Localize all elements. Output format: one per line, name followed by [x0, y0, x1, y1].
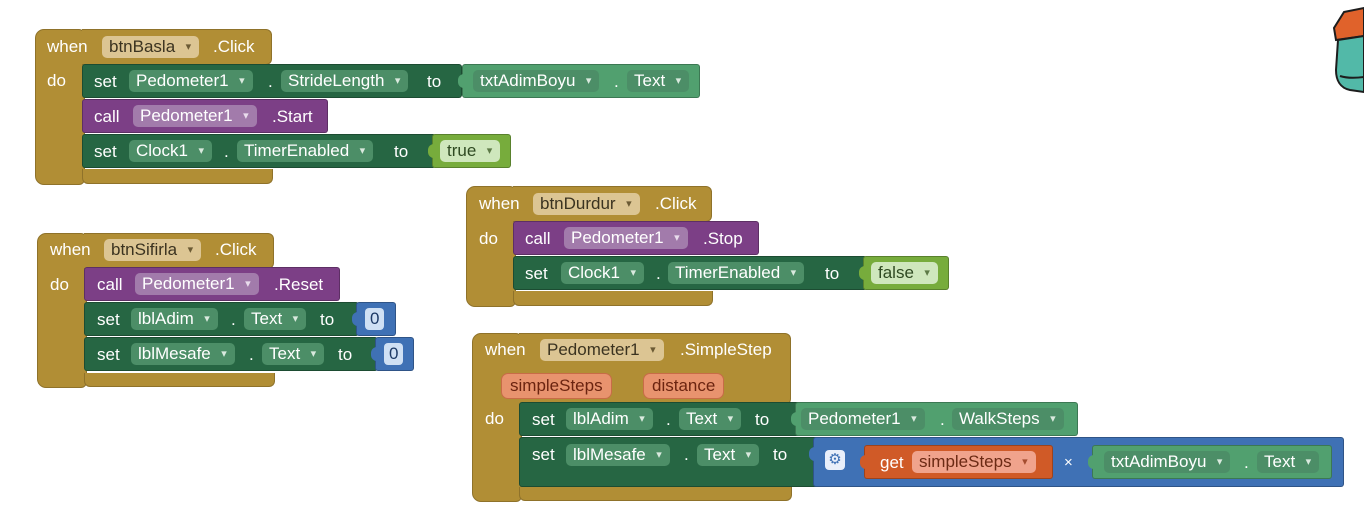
- set-keyword: set: [525, 264, 548, 283]
- do-keyword: do: [47, 71, 66, 90]
- set-keyword: set: [94, 72, 117, 91]
- event-name: .Click: [655, 194, 697, 213]
- component-dropdown[interactable]: btnDurdur: [533, 193, 640, 215]
- event-block-footer: [84, 373, 275, 387]
- component-dropdown[interactable]: Pedometer1: [540, 339, 664, 361]
- property-dropdown[interactable]: Text: [697, 444, 760, 466]
- do-keyword: do: [479, 229, 498, 248]
- event-block-footer: [519, 487, 792, 501]
- event-name: .SimpleStep: [680, 340, 772, 359]
- event-parameter[interactable]: distance: [643, 373, 725, 399]
- component-dropdown[interactable]: Pedometer1: [801, 408, 925, 430]
- when-keyword: when: [50, 240, 91, 259]
- set-keyword: set: [532, 410, 555, 429]
- set-keyword: set: [532, 445, 555, 464]
- set-keyword: set: [97, 310, 120, 329]
- component-dropdown[interactable]: lblAdim: [131, 308, 218, 330]
- to-keyword: to: [394, 142, 409, 161]
- variable-dropdown[interactable]: simpleSteps: [912, 451, 1036, 473]
- dot-separator: .: [666, 410, 671, 429]
- component-dropdown[interactable]: lblMesafe: [131, 343, 235, 365]
- set-keyword: set: [94, 142, 117, 161]
- do-keyword: do: [50, 275, 69, 294]
- event-name: .Click: [215, 240, 257, 259]
- component-dropdown[interactable]: txtAdimBoyu: [1104, 451, 1231, 473]
- to-keyword: to: [755, 410, 770, 429]
- event-block-frame[interactable]: [37, 233, 87, 388]
- component-dropdown[interactable]: Pedometer1: [129, 70, 253, 92]
- boolean-dropdown[interactable]: false: [871, 262, 938, 284]
- when-keyword: when: [485, 340, 526, 359]
- method-name: .Stop: [703, 229, 743, 248]
- call-keyword: call: [94, 107, 120, 126]
- dot-separator: .: [231, 310, 236, 329]
- to-keyword: to: [320, 310, 335, 329]
- property-dropdown[interactable]: Text: [679, 408, 742, 430]
- set-property-block[interactable]: [84, 302, 359, 336]
- dot-separator: .: [614, 72, 619, 91]
- get-keyword: get: [880, 453, 904, 472]
- call-keyword: call: [97, 275, 123, 294]
- dot-separator: .: [656, 264, 661, 283]
- property-dropdown[interactable]: StrideLength: [281, 70, 409, 92]
- dot-separator: .: [268, 72, 273, 91]
- multiply-operator: ×: [1064, 454, 1073, 471]
- component-dropdown[interactable]: Pedometer1: [135, 273, 259, 295]
- event-block-footer: [513, 291, 713, 306]
- component-dropdown[interactable]: btnBasla: [102, 36, 200, 58]
- when-keyword: when: [47, 37, 88, 56]
- component-dropdown[interactable]: Clock1: [129, 140, 212, 162]
- component-dropdown[interactable]: txtAdimBoyu: [473, 70, 600, 92]
- number-field[interactable]: 0: [384, 343, 404, 365]
- boolean-dropdown[interactable]: true: [440, 140, 501, 162]
- trash-can-icon[interactable]: [1330, 6, 1364, 96]
- property-dropdown[interactable]: Text: [244, 308, 307, 330]
- event-name: .Click: [213, 37, 255, 56]
- component-dropdown[interactable]: lblMesafe: [566, 444, 670, 466]
- property-dropdown[interactable]: Text: [627, 70, 690, 92]
- method-name: .Reset: [274, 275, 324, 294]
- to-keyword: to: [338, 345, 353, 364]
- dot-separator: .: [1244, 453, 1249, 472]
- component-dropdown[interactable]: lblAdim: [566, 408, 653, 430]
- event-block-footer: [82, 169, 273, 184]
- component-dropdown[interactable]: Clock1: [561, 262, 644, 284]
- number-field[interactable]: 0: [365, 308, 385, 330]
- property-dropdown[interactable]: TimerEnabled: [668, 262, 805, 284]
- to-keyword: to: [825, 264, 840, 283]
- component-dropdown[interactable]: btnSifirla: [104, 239, 202, 261]
- when-keyword: when: [479, 194, 520, 213]
- event-parameter[interactable]: simpleSteps: [501, 373, 612, 399]
- method-name: .Start: [272, 107, 313, 126]
- property-dropdown[interactable]: TimerEnabled: [237, 140, 374, 162]
- to-keyword: to: [427, 72, 442, 91]
- call-keyword: call: [525, 229, 551, 248]
- dot-separator: .: [940, 410, 945, 429]
- do-keyword: do: [485, 409, 504, 428]
- to-keyword: to: [773, 445, 788, 464]
- dot-separator: .: [684, 445, 689, 464]
- set-keyword: set: [97, 345, 120, 364]
- property-dropdown[interactable]: Text: [262, 343, 325, 365]
- component-dropdown[interactable]: Pedometer1: [564, 227, 688, 249]
- dot-separator: .: [249, 345, 254, 364]
- component-dropdown[interactable]: Pedometer1: [133, 105, 257, 127]
- property-dropdown[interactable]: Text: [1257, 451, 1320, 473]
- mutator-gear-icon[interactable]: ⚙: [825, 450, 845, 470]
- event-block-frame[interactable]: [35, 29, 85, 185]
- dot-separator: .: [224, 142, 229, 161]
- property-dropdown[interactable]: WalkSteps: [952, 408, 1064, 430]
